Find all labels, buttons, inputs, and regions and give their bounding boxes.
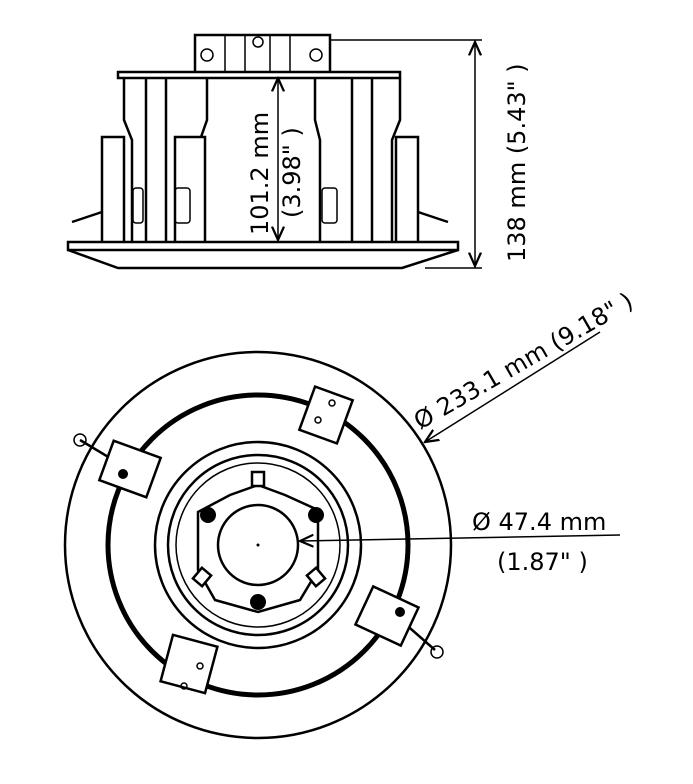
hub-tab [250,470,266,488]
body-sides [122,78,402,243]
inner-height-label: 101.2 mm [246,112,274,235]
flange [66,240,460,252]
hub-star [196,483,320,614]
right-clamp [394,135,420,245]
clamp-right [353,584,444,659]
center-hole [216,503,300,587]
total-height-label: 138 mm (5.43" ) [503,63,531,262]
bottom-view: Ø 233.1 mm (9.18" ) Ø 47.4 mm (1.87" ) [63,287,638,740]
inner-diameter-leader [300,535,621,541]
inner-height-inch-label: (3.98" ) [278,127,306,218]
flange-bevel [67,248,459,270]
clamp-top-right [297,384,355,446]
clamp-left [73,433,163,499]
clamp-bottom-left [159,633,219,695]
outer-diameter-label: Ø 233.1 mm (9.18" ) [409,287,638,435]
inner-diameter-label: Ø 47.4 mm [472,508,606,536]
side-view: 101.2 mm (3.98" ) 138 mm (5.43" ) [66,33,531,270]
inner-diameter-inch-label: (1.87" ) [497,548,588,576]
body-top-rim [116,70,402,80]
outer-ring [63,350,453,740]
left-clamp [100,135,126,245]
second-ring [105,392,411,698]
outer-diameter-leader [425,331,601,442]
